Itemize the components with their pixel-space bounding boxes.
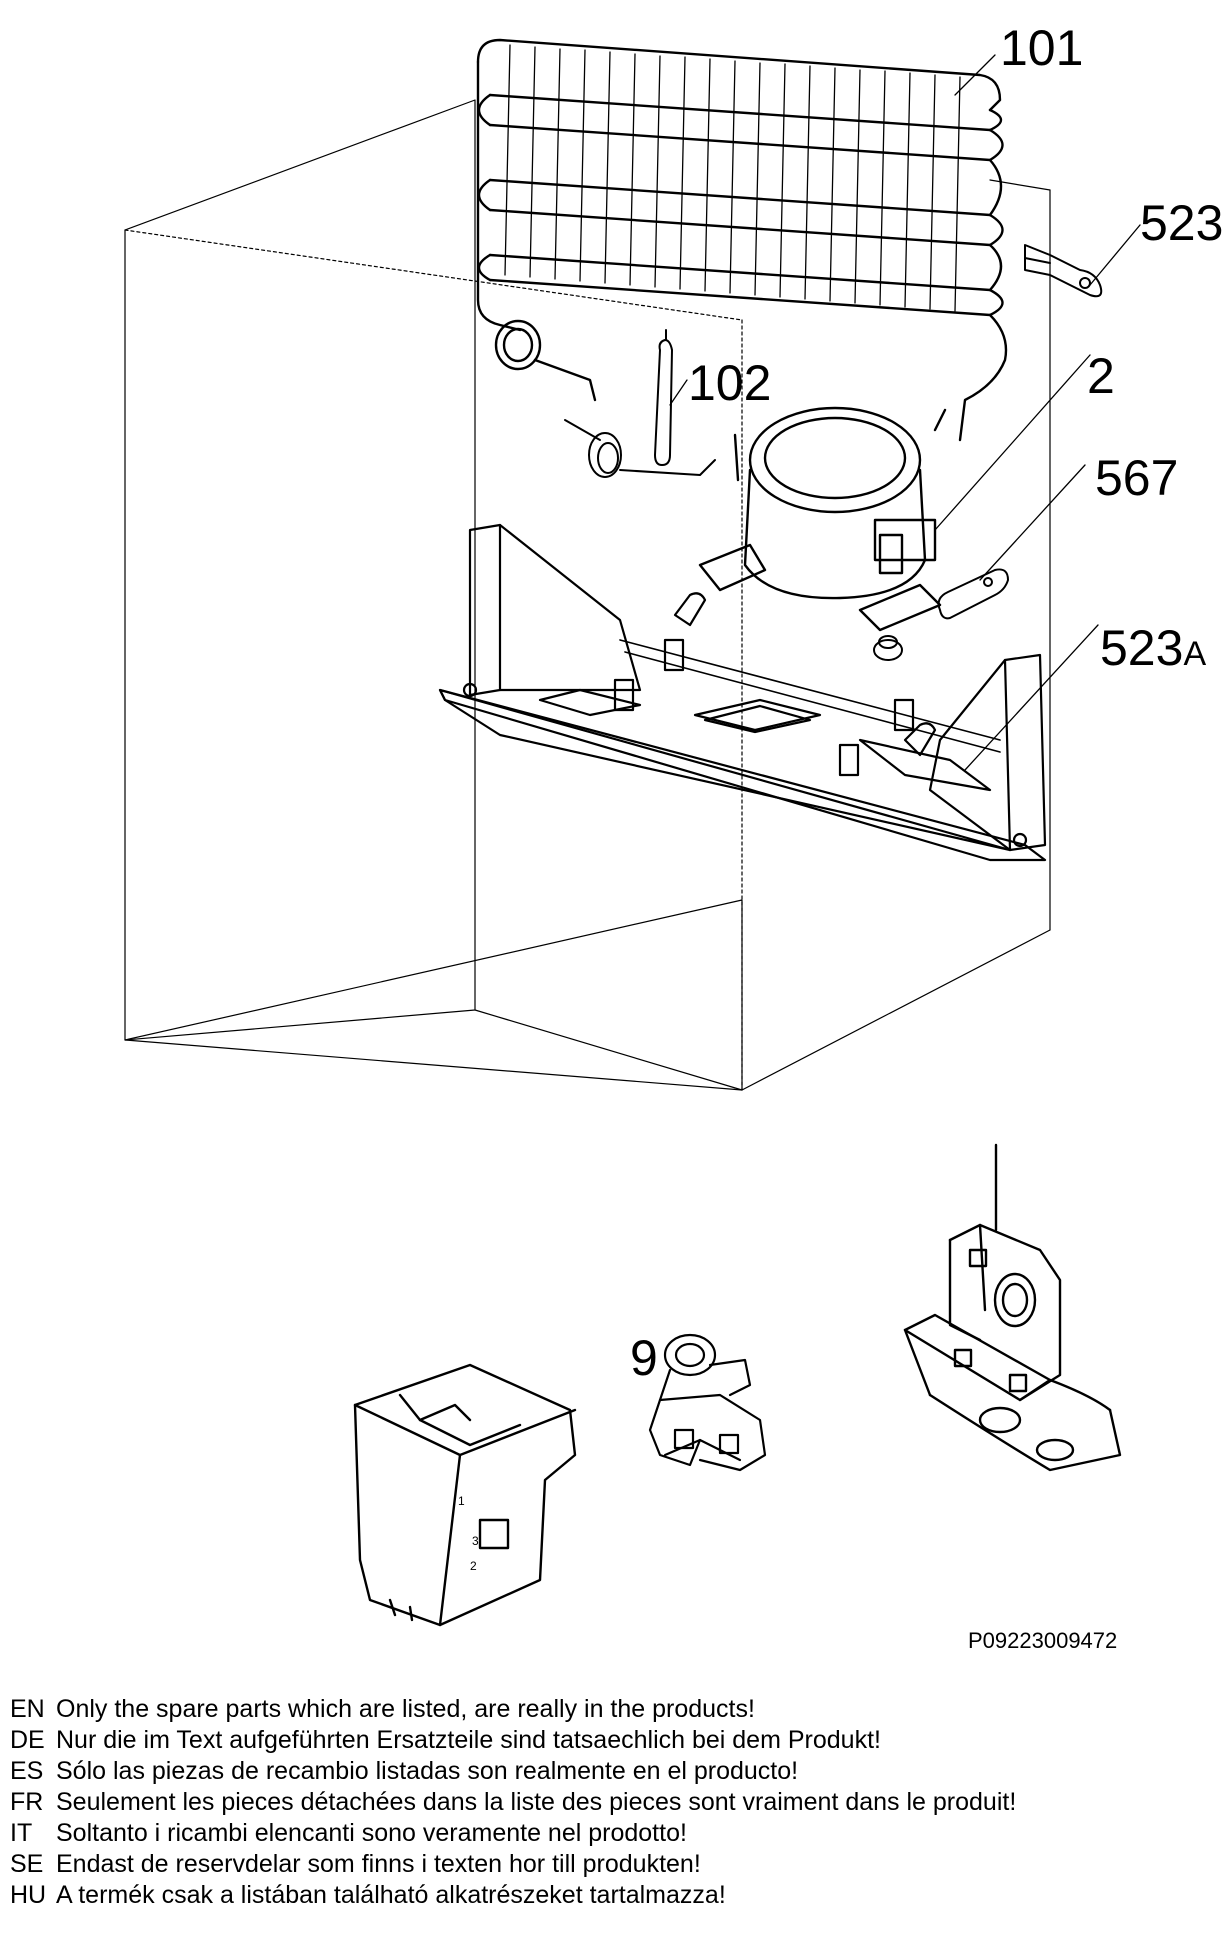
- note-text: Endast de reservdelar som finns i texten…: [56, 1850, 701, 1878]
- note-lang: EN: [10, 1695, 45, 1723]
- note-text: Soltanto i ricambi elencanti sono verame…: [56, 1819, 687, 1847]
- callout-523A-suffix: A: [1183, 635, 1206, 673]
- filter-drier: [564, 329, 716, 478]
- reference-code: P09223009472: [968, 1628, 1118, 1653]
- note-lang: ES: [10, 1757, 44, 1785]
- relay-device: [648, 1333, 767, 1472]
- note-text: Sólo las piezas de recambio listadas son…: [56, 1757, 799, 1785]
- callout-9: 9: [630, 1330, 658, 1386]
- callout-102: 102: [688, 355, 771, 411]
- note-text: Seulement les pieces détachées dans la l…: [56, 1788, 1017, 1816]
- callout-567: 567: [1095, 450, 1178, 506]
- base-plate: [438, 523, 1047, 862]
- language-notes: EN Only the spare parts which are listed,…: [10, 1694, 1220, 1911]
- note-text: Nur die im Text aufgeführten Ersatzteile…: [56, 1726, 881, 1754]
- note-it: IT Soltanto i ricambi elencanti sono vera…: [10, 1818, 1220, 1849]
- note-fr: FR Seulement les pieces détachées dans la…: [10, 1787, 1220, 1818]
- note-text: A termék csak a listában található alkat…: [56, 1881, 726, 1909]
- note-de: DE Nur die im Text aufgeführten Ersatztei…: [10, 1725, 1220, 1756]
- note-lang: HU: [10, 1881, 47, 1909]
- note-text: Only the spare parts which are listed, a…: [56, 1695, 755, 1723]
- note-se: SE Endast de reservdelar som finns i text…: [10, 1849, 1220, 1880]
- dial-number-3: 3: [472, 1534, 479, 1548]
- callout-2: 2: [1087, 348, 1115, 404]
- note-lang: IT: [10, 1819, 33, 1847]
- dial-number-2: 2: [470, 1559, 477, 1573]
- thermostat-housing: [353, 1363, 577, 1627]
- note-hu: HU A termék csak a listában található alk…: [10, 1880, 1220, 1911]
- dial-number-1: 1: [458, 1494, 465, 1508]
- bracket-right: [1024, 244, 1103, 298]
- grommet: [873, 635, 903, 661]
- note-es: ES Sólo las piezas de recambio listadas s…: [10, 1756, 1220, 1787]
- compressor: [698, 406, 942, 632]
- exploded-diagram: 101 523 102 2 567 523A 9 1 2 3: [124, 20, 1223, 1627]
- note-lang: DE: [10, 1726, 45, 1754]
- clip-part: [937, 568, 1009, 620]
- callout-523A: 523A: [1100, 620, 1206, 676]
- condenser-grid: [476, 38, 1008, 442]
- note-lang: SE: [10, 1850, 44, 1878]
- callout-101: 101: [1000, 20, 1083, 76]
- leader-lines: [669, 54, 1141, 771]
- wall-bracket: [903, 1143, 1122, 1472]
- note-en: EN Only the spare parts which are listed,…: [10, 1694, 1220, 1725]
- note-lang: FR: [10, 1788, 44, 1816]
- callout-523-top: 523: [1140, 195, 1223, 251]
- callout-523A-main: 523: [1100, 620, 1183, 676]
